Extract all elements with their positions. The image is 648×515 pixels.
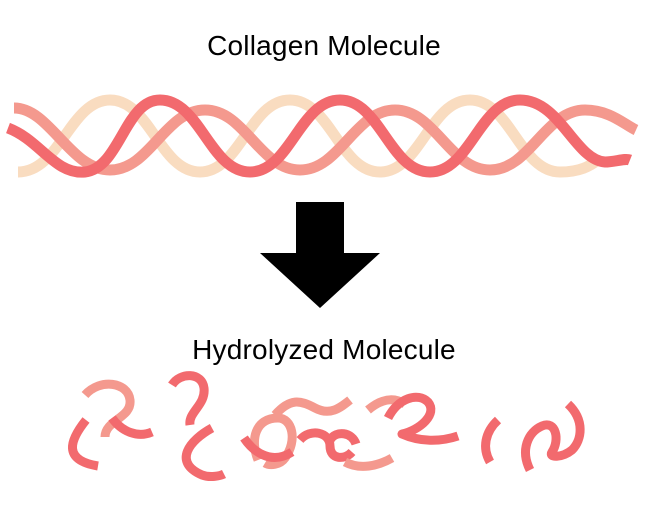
fragment-9 <box>296 428 356 462</box>
fragment-6 <box>250 413 297 470</box>
peptide-fragments-icon <box>68 371 585 482</box>
fragment-14 <box>481 416 502 465</box>
helix-strand-salmon <box>13 102 639 176</box>
fragment-10 <box>326 429 361 446</box>
fragment-7 <box>271 396 353 419</box>
fragment-15 <box>521 400 585 473</box>
fragment-3 <box>108 415 154 439</box>
triple-helix-icon <box>5 94 639 178</box>
fragment-13 <box>383 392 460 445</box>
fragment-1 <box>81 379 135 438</box>
helix-strand-peach <box>17 94 602 178</box>
collagen-molecule-label: Collagen Molecule <box>207 30 441 61</box>
fragment-8 <box>240 435 295 462</box>
down-arrow-icon <box>260 202 380 308</box>
hydrolyzed-molecule-label: Hydrolyzed Molecule <box>192 334 456 365</box>
helix-strand-red <box>5 94 633 178</box>
fragment-2 <box>68 417 99 471</box>
fragment-11 <box>342 454 395 471</box>
fragment-5 <box>181 424 227 482</box>
fragment-4 <box>168 371 209 426</box>
